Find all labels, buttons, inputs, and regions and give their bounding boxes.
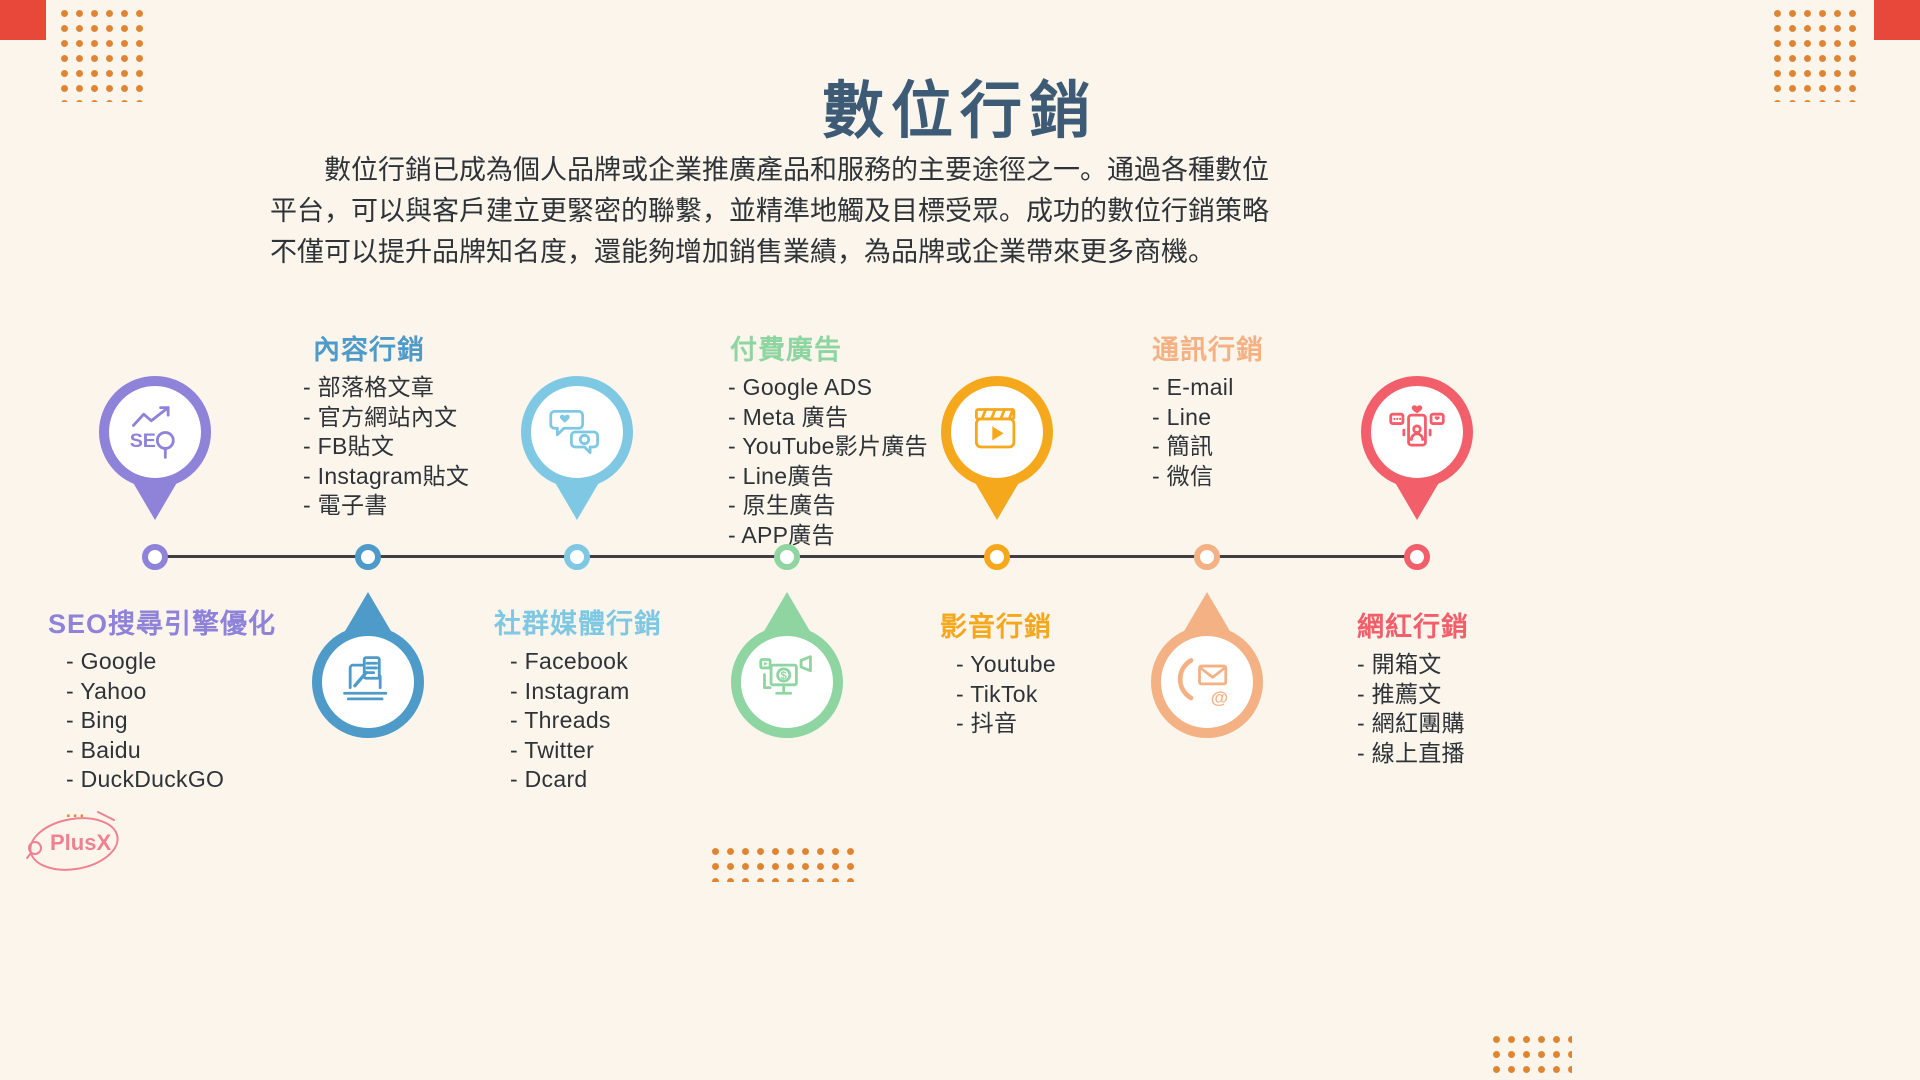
node-item: - 部落格文章 (303, 374, 435, 400)
node-title: SEO搜尋引擎優化 (48, 609, 277, 639)
timeline-node-content: 內容行銷 - 部落格文章- 官方網站內文- FB貼文- Instagram貼文-… (253, 0, 483, 1080)
node-item: - Line廣告 (728, 462, 834, 489)
node-item: - Instagram貼文 (303, 462, 470, 489)
node-item-list: - Facebook - Instagram - Threads - Twitter -… (494, 647, 662, 795)
intro-paragraph: 數位行銷已成為個人品牌或企業推廣產品和服務的主要途徑之一。通過各種數位平台，可以… (270, 150, 1310, 273)
node-title: 社群媒體行銷 (494, 609, 662, 639)
timeline-dot (1194, 544, 1220, 570)
node-item: - 官方網站內文 (303, 403, 458, 430)
timeline-node-messaging: 通訊行銷 - E-mail - Line - 簡訊 - 微信 @ (1092, 0, 1322, 1080)
node-item-list: - Google ADS - Meta 廣告 - YouTube影片廣告 - Line… (728, 373, 928, 550)
timeline-node-influencer: 網紅行銷 - 開箱文 - 推薦文 - 網紅團購 - 線上直播 (1302, 0, 1532, 1080)
timeline-node-video: 影音行銷 - Youtube - TikTok - 抖音 (882, 0, 1112, 1080)
intro-line: 數位行銷已成為個人品牌或企業推廣產品和服務的主要途徑之一。通過各種數位 (270, 155, 1269, 185)
timeline-node-social: 社群媒體行銷 - Facebook - Instagram - Threads - T… (462, 0, 692, 1080)
phone-mail-icon: @ (1177, 658, 1228, 708)
decor-dots-grid (1489, 1032, 1572, 1080)
seo-magnifier-icon: SE (130, 406, 175, 459)
corner-accent-square (0, 0, 46, 40)
svg-text:@: @ (1211, 688, 1228, 708)
decor-dots-grid (1770, 6, 1863, 102)
node-title: 網紅行銷 (1357, 612, 1469, 642)
node-item: - 線上直播 (1357, 739, 1465, 766)
node-item: - 抖音 (956, 710, 1018, 736)
timeline-node-seo: SE SEO搜尋引擎優化 - Google - Yahoo - Bing - Baid… (40, 0, 275, 1080)
node-item: - 開箱文 (1357, 651, 1442, 677)
node-item: - TikTok (956, 680, 1038, 707)
node-item: - E-mail (1152, 374, 1234, 400)
logo-doodle (26, 811, 119, 871)
marker-circle (521, 376, 633, 488)
timeline-dot (142, 544, 168, 570)
node-item: - Instagram (510, 677, 630, 704)
node-title: 通訊行銷 (1152, 335, 1264, 365)
svg-text:$: $ (780, 670, 787, 682)
node-item: - 電子書 (303, 492, 388, 518)
content-label-block: 內容行銷 - 部落格文章- 官方網站內文- FB貼文- Instagram貼文-… (303, 334, 469, 521)
messaging-label-block: 通訊行銷 - E-mail - Line - 簡訊 - 微信 (1152, 334, 1264, 491)
node-item: - 網紅團購 (1357, 710, 1465, 736)
marker-circle: @ (1151, 626, 1263, 738)
marker-circle (941, 376, 1053, 488)
decor-dots-grid (57, 6, 150, 102)
node-item: - FB貼文 (303, 433, 395, 459)
timeline-dot (774, 544, 800, 570)
node-item: - Baidu (66, 736, 141, 763)
node-item-list: - 開箱文 - 推薦文 - 網紅團購 - 線上直播 (1357, 650, 1469, 768)
marker-circle (312, 626, 424, 738)
node-item: - Google (66, 648, 157, 674)
node-item: - Youtube (956, 651, 1056, 677)
seo-label-block: SEO搜尋引擎優化 - Google- Yahoo- Bing- Baidu- … (48, 608, 276, 795)
marker-circle (1361, 376, 1473, 488)
page-title: 數位行銷 (821, 77, 1098, 146)
node-title: 付費廣告 (730, 335, 842, 365)
node-item: - 原生廣告 (728, 492, 836, 518)
timeline-dot (564, 544, 590, 570)
node-item-list: - Youtube - TikTok - 抖音 (940, 650, 1056, 739)
node-item: - Meta 廣告 (728, 403, 849, 430)
timeline-node-paid-ads: 付費廣告 - Google ADS- Meta 廣告- YouTube影片廣告-… (672, 0, 928, 1080)
laptop-writing-icon (343, 656, 388, 701)
marker-circle: SE (99, 376, 211, 488)
timeline-dot (1404, 544, 1430, 570)
node-item: - Threads (510, 707, 611, 733)
paid-ads-label-block: 付費廣告 - Google ADS- Meta 廣告- YouTube影片廣告-… (728, 334, 928, 550)
node-item: - YouTube影片廣告 (728, 433, 928, 459)
timeline-dot (355, 544, 381, 570)
node-item: - Facebook (510, 648, 629, 674)
ads-computer-icon: $ (759, 655, 812, 695)
node-item: - Yahoo (66, 677, 147, 704)
node-item: - Bing (66, 707, 128, 733)
node-item: - 簡訊 (1152, 433, 1214, 459)
video-clapper-icon (974, 408, 1016, 449)
decor-dots-grid (708, 844, 860, 882)
influencer-phone-icon (1389, 405, 1445, 447)
node-title: 內容行銷 (313, 335, 425, 365)
marker-circle: $ (731, 626, 843, 738)
node-item-list: - E-mail - Line - 簡訊 - 微信 (1152, 373, 1264, 491)
node-item-list: - 部落格文章 - 官方網站內文 - FB貼文 - Instagram貼文 - 電子書 (303, 373, 469, 521)
logo-wordmark: PlusX (50, 830, 112, 855)
node-title: 影音行銷 (940, 612, 1052, 642)
intro-line: 平台，可以與客戶建立更緊密的聯繫，並精準地觸及目標受眾。成功的數位行銷策略 (270, 196, 1269, 226)
logo-dots-text: ... (66, 802, 87, 821)
intro-line: 不僅可以提升品牌知名度，還能夠增加銷售業績，為品牌或企業帶來更多商機。 (270, 237, 1215, 267)
node-item: - 推薦文 (1357, 680, 1442, 707)
chat-bubbles-icon (549, 409, 600, 455)
node-item: - APP廣告 (728, 521, 835, 548)
node-item: - 微信 (1152, 462, 1214, 489)
node-item: - Line (1152, 403, 1212, 430)
plusx-logo: ... PlusX (22, 800, 126, 880)
node-item: - Twitter (510, 736, 595, 763)
influencer-label-block: 網紅行銷 - 開箱文 - 推薦文 - 網紅團購 - 線上直播 (1357, 611, 1469, 768)
video-label-block: 影音行銷 - Youtube - TikTok - 抖音 (940, 611, 1056, 739)
timeline-dot (984, 544, 1010, 570)
node-item: - Dcard (510, 766, 588, 792)
corner-accent-square (1874, 0, 1920, 40)
svg-text:SE: SE (130, 430, 156, 452)
node-item-list: - Google - Yahoo - Bing - Baidu - DuckDuckGO (48, 647, 276, 795)
node-item: - Google ADS (728, 374, 873, 400)
social-label-block: 社群媒體行銷 - Facebook - Instagram - Threads - T… (494, 608, 662, 795)
node-item: - DuckDuckGO (66, 766, 225, 792)
